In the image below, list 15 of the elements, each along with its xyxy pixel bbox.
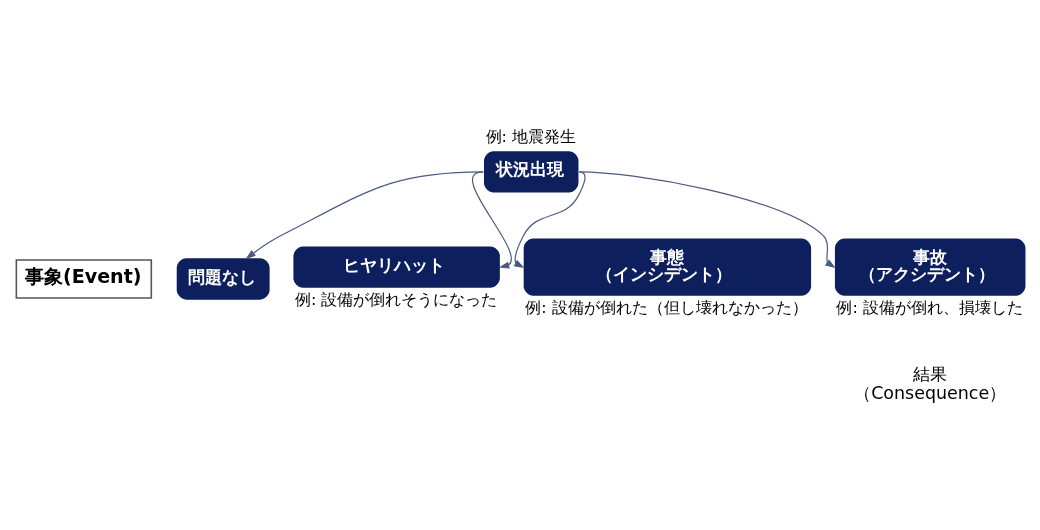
node-label: 例: 設備が倒れそうになった [294, 289, 497, 309]
node-box: 事象(Event) [15, 258, 152, 299]
arrow [513, 170, 586, 268]
label: 結果 [912, 363, 947, 384]
node-box: 事態 （インシデント） [523, 238, 811, 296]
node-box: 問題なし [176, 257, 270, 300]
arrow [578, 170, 836, 268]
node-label: 例: 設備が倒れ、損壊した [835, 297, 1023, 317]
node-box: 事故 （アクシデント） [834, 238, 1025, 296]
node-box: 状況出現 [483, 150, 578, 192]
node-label: 例: 地震発生 [485, 126, 576, 146]
node-box: ヒヤリハット [292, 245, 500, 288]
node-label: 例: 設備が倒れた（但し壊れなかった） [524, 297, 808, 317]
arrow [471, 170, 512, 269]
label: （Consequence） [853, 382, 1006, 403]
